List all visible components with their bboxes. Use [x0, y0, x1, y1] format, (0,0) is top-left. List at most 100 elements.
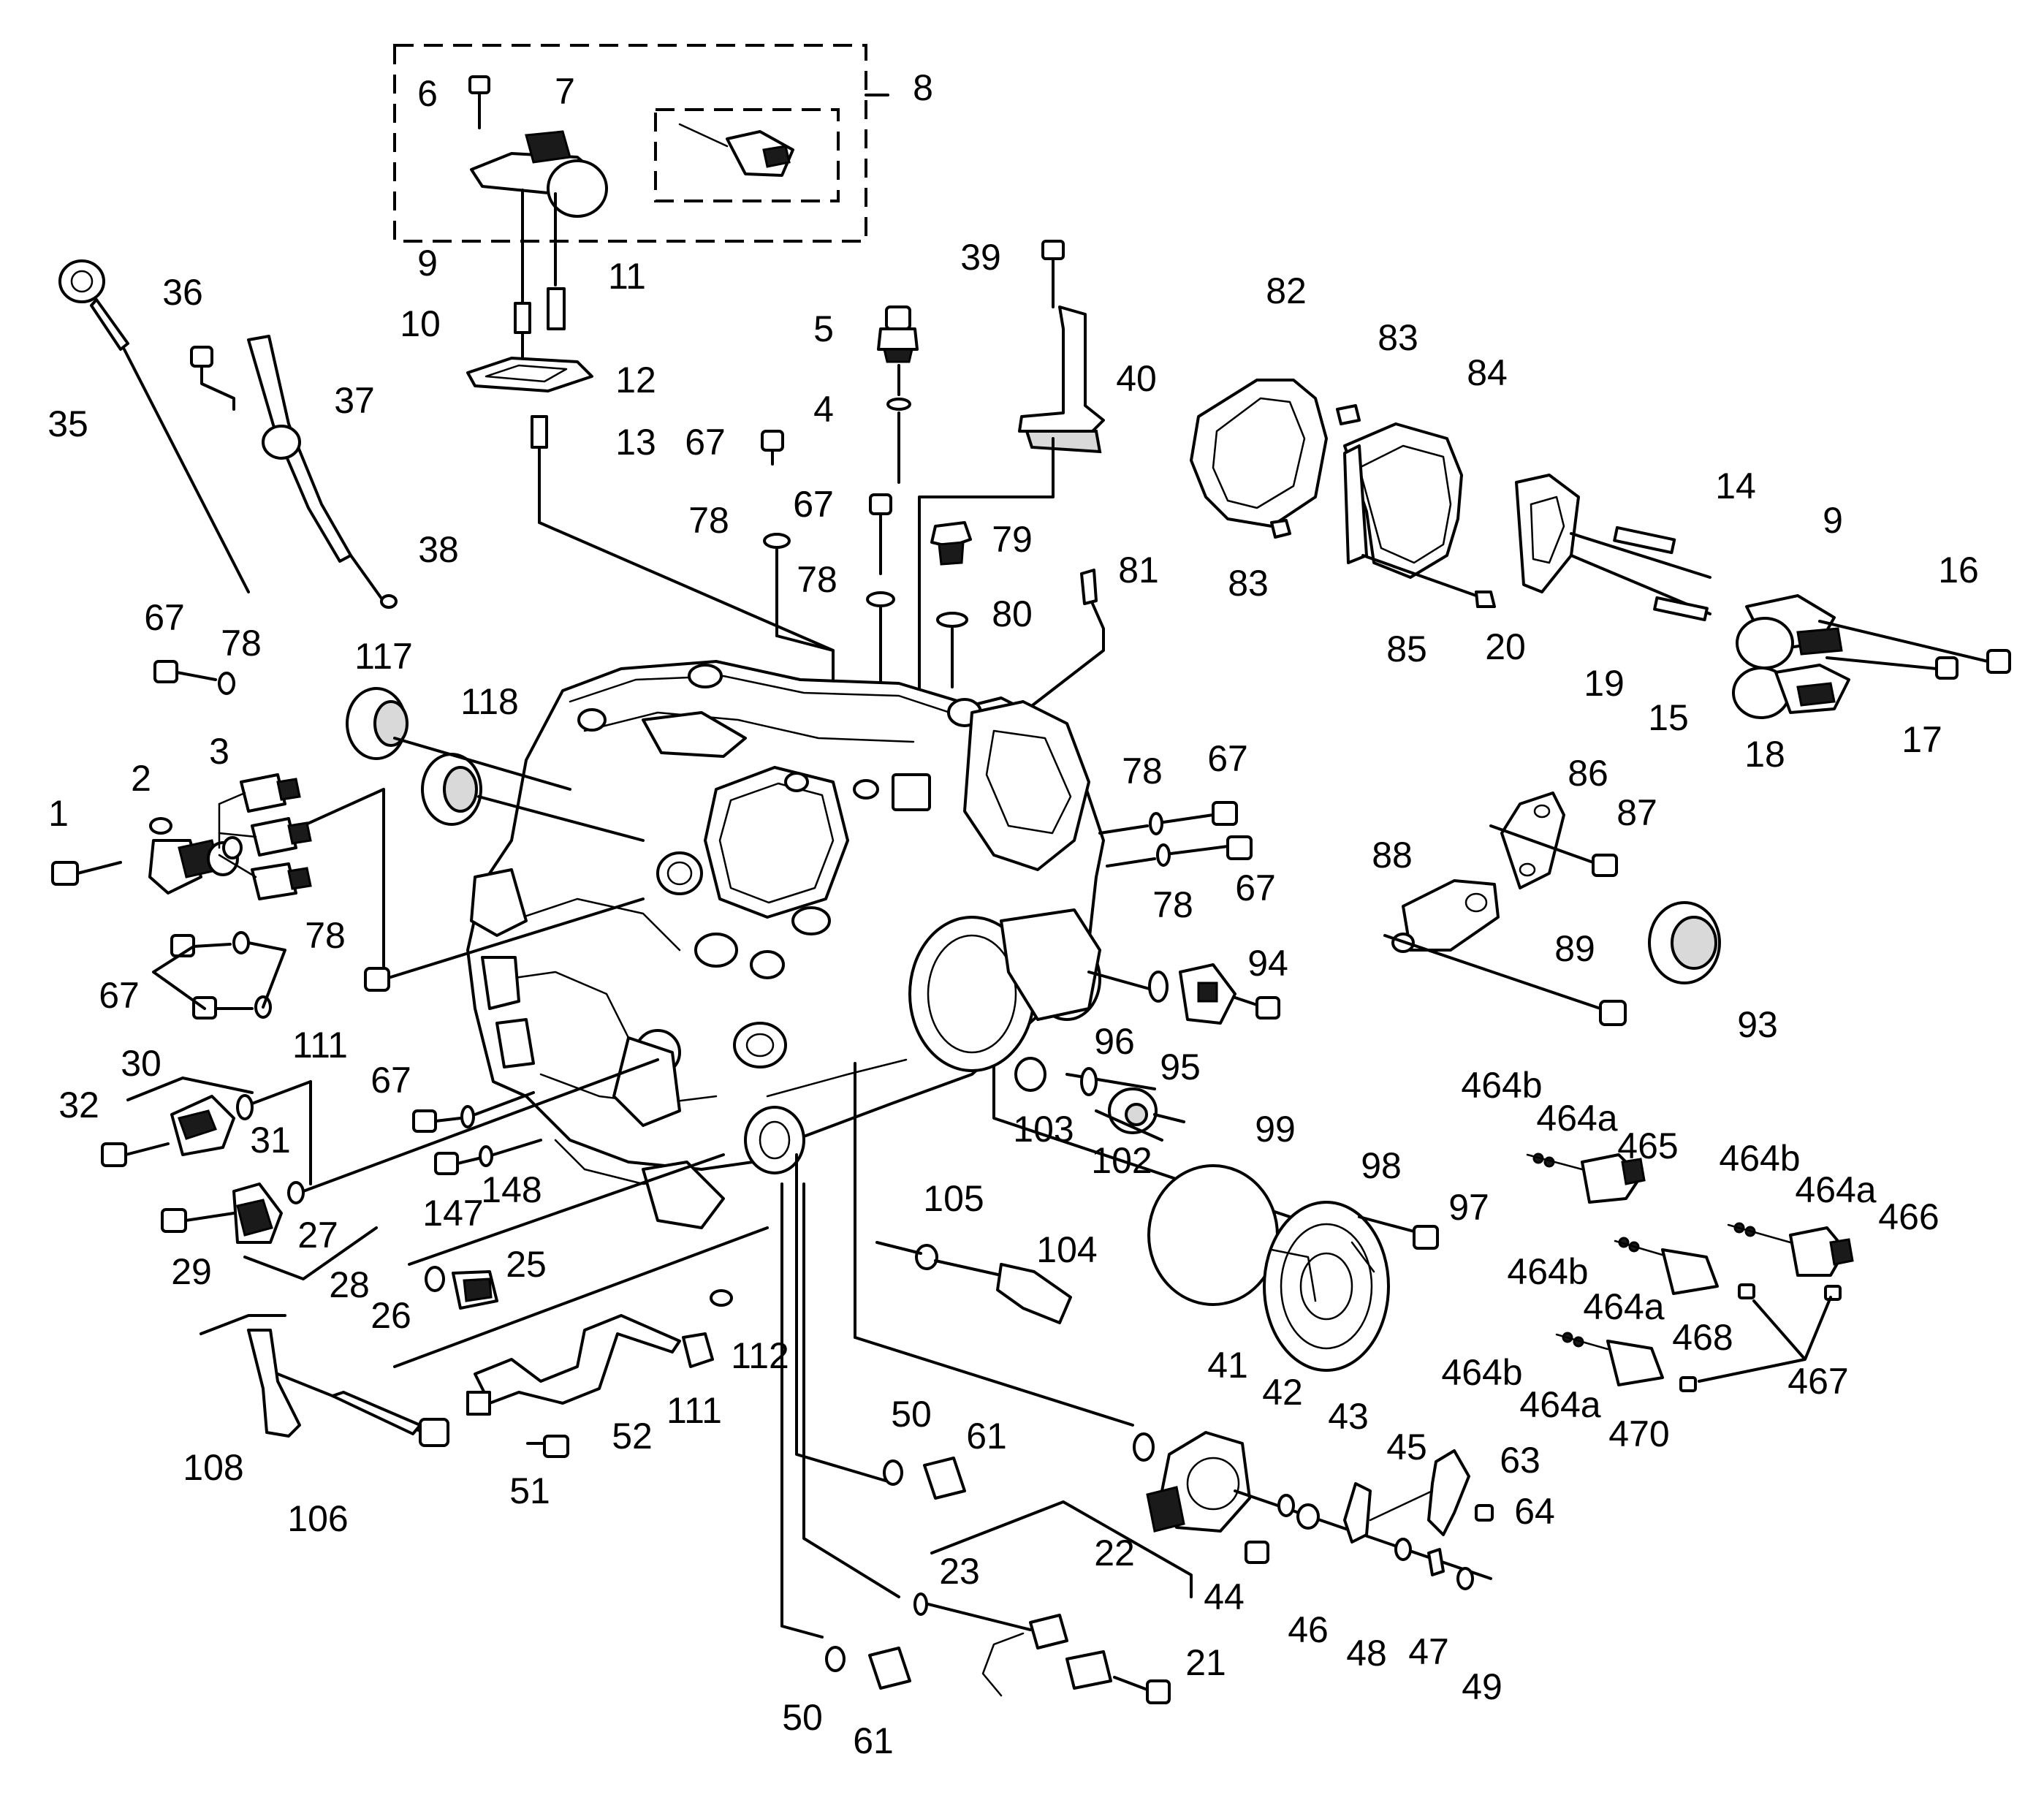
callout-9: 9: [417, 243, 438, 284]
bolt-6: [468, 75, 490, 129]
callout-86: 86: [1568, 753, 1608, 794]
callout-13: 13: [615, 422, 656, 463]
callout-78-d: 78: [1122, 751, 1163, 791]
callout-464b-1: 464b: [1461, 1065, 1543, 1106]
callout-118: 118: [460, 681, 519, 722]
switch-5: [877, 305, 919, 484]
callout-4: 4: [813, 389, 834, 430]
callout-25: 25: [506, 1244, 547, 1285]
callout-81: 81: [1118, 550, 1159, 591]
bolt-36: [190, 346, 235, 411]
callout-67-b: 67: [793, 484, 834, 525]
callout-61-lower: 61: [853, 1720, 894, 1761]
callout-64: 64: [1514, 1491, 1555, 1532]
cover-82-84: [1190, 379, 1496, 608]
callout-16: 16: [1938, 550, 1979, 591]
callout-38: 38: [418, 529, 459, 570]
callout-26: 26: [371, 1295, 411, 1336]
seals-9-10-11: [514, 240, 566, 374]
callout-51: 51: [509, 1470, 550, 1511]
callout-63: 63: [1500, 1440, 1540, 1481]
callout-98: 98: [1361, 1145, 1402, 1186]
bolt-51: [526, 1435, 569, 1458]
callout-2: 2: [131, 758, 151, 799]
callout-49: 49: [1462, 1666, 1502, 1707]
callout-105: 105: [923, 1178, 984, 1219]
callout-83-lower: 83: [1228, 563, 1269, 604]
callout-464b-3: 464b: [1507, 1251, 1589, 1292]
callout-111: 111: [292, 1025, 349, 1066]
callout-147: 147: [422, 1193, 484, 1234]
callout-80: 80: [992, 593, 1033, 634]
callout-464a-4: 464a: [1519, 1384, 1601, 1425]
callout-11: 11: [608, 256, 646, 297]
oring-38: [380, 594, 398, 609]
seal-13: [531, 415, 835, 652]
bolt-67-washer-78-left: [152, 660, 286, 1020]
callout-43: 43: [1328, 1396, 1369, 1437]
sensor-group-1-2-3: [51, 773, 312, 900]
callout-106: 106: [287, 1498, 349, 1539]
callout-36: 36: [162, 272, 203, 313]
callout-465: 465: [1617, 1125, 1679, 1166]
callout-32: 32: [58, 1085, 99, 1125]
callout-1: 1: [48, 793, 69, 834]
callout-20: 20: [1485, 626, 1526, 667]
callout-99: 99: [1255, 1109, 1296, 1150]
callout-30: 30: [121, 1043, 162, 1084]
callout-67-h: 67: [793, 484, 834, 525]
solenoid-7: [470, 130, 608, 243]
callout-468: 468: [1672, 1317, 1733, 1358]
callout-102: 102: [1091, 1140, 1152, 1181]
callout-78-e: 78: [1152, 884, 1193, 925]
callout-46: 46: [1288, 1609, 1329, 1650]
callout-37: 37: [334, 380, 375, 421]
sensor-25: [408, 1153, 725, 1310]
fill-tube-37: [247, 335, 389, 608]
callout-84: 84: [1467, 352, 1508, 393]
callout-467: 467: [1787, 1361, 1849, 1402]
callout-108: 108: [183, 1447, 244, 1488]
callout-67-f: 67: [99, 975, 140, 1016]
callout-88: 88: [1372, 835, 1413, 876]
callout-23: 23: [939, 1551, 980, 1592]
callout-52: 52: [612, 1416, 653, 1457]
callout-15: 15: [1648, 697, 1689, 738]
callout-79: 79: [992, 519, 1033, 560]
callout-117: 117: [354, 636, 413, 677]
callout-21: 21: [1185, 1642, 1226, 1683]
callout-97: 97: [1448, 1187, 1489, 1228]
callout-28: 28: [329, 1264, 370, 1305]
callout-78-f: 78: [305, 915, 346, 956]
callout-82: 82: [1266, 270, 1307, 311]
cover-95: [1065, 963, 1280, 1134]
callout-3: 3: [209, 731, 229, 772]
bracket-40: [918, 240, 1105, 776]
callout-89: 89: [1554, 928, 1595, 969]
callout-22: 22: [1094, 1533, 1135, 1573]
shaft-104: [875, 1241, 1072, 1324]
callout-50-lower: 50: [782, 1697, 823, 1738]
callout-12: 12: [615, 360, 656, 400]
solenoid-set-14-20: [1515, 474, 2011, 719]
transmission-case: [466, 660, 1105, 1229]
bolt-67-washer-78-mid: [412, 1091, 535, 1133]
callout-104: 104: [1036, 1229, 1098, 1270]
callout-78-b: 78: [797, 559, 837, 600]
callout-67-c: 67: [144, 597, 185, 638]
callout-8: 8: [913, 67, 933, 108]
solenoid-assembly-box: [393, 44, 889, 243]
callout-44: 44: [1204, 1576, 1245, 1617]
callout-464a-2: 464a: [1795, 1169, 1877, 1210]
switch-61-pair: [780, 1062, 966, 1690]
callout-40: 40: [1116, 358, 1157, 399]
callout-111-lower: 111: [666, 1390, 723, 1431]
callout-78-a: 78: [688, 500, 729, 541]
callout-48: 48: [1346, 1633, 1387, 1674]
plug-111-112-lower: [682, 1289, 733, 1368]
plug-79-washer-80: [930, 521, 972, 688]
callout-466: 466: [1878, 1196, 1939, 1237]
callout-470: 470: [1608, 1413, 1670, 1454]
bolt-106-bracket-108: [200, 1314, 449, 1447]
callout-93: 93: [1737, 1004, 1778, 1045]
